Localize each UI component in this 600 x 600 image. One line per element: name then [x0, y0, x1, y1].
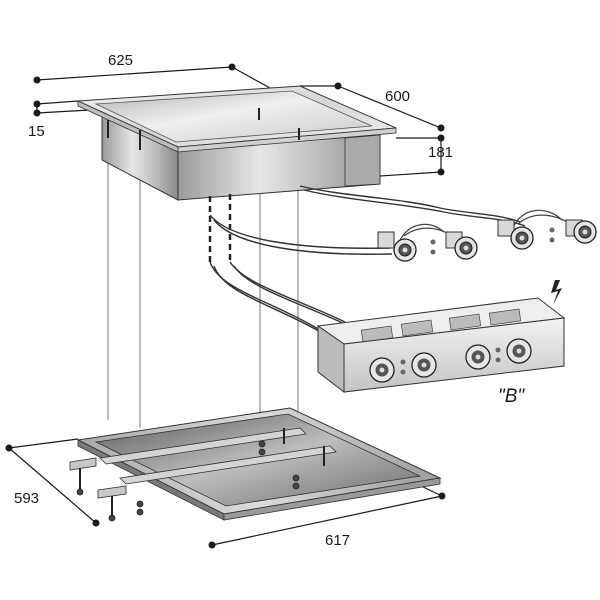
knob-icon	[377, 231, 417, 262]
knob-icon	[497, 219, 534, 250]
knob-icon	[565, 219, 597, 244]
control-box-label: "B"	[498, 386, 525, 407]
electrical-hazard-icon	[551, 280, 562, 305]
mounting-frame	[69, 407, 442, 522]
knob-icon	[506, 338, 532, 364]
knob-icon	[445, 231, 478, 260]
knob-group-upper	[377, 209, 597, 262]
dimension-width-top: 625	[108, 52, 133, 69]
dimension-depth-top: 600	[385, 88, 410, 105]
dimension-frame-depth: 593	[14, 490, 39, 507]
conduit-lines	[208, 194, 232, 262]
dimension-frame-width: 617	[325, 532, 350, 549]
dimension-flange: 15	[28, 123, 45, 140]
knob-icon	[465, 344, 491, 370]
knob-icon	[369, 357, 395, 383]
basin-unit	[77, 85, 397, 201]
dimension-lines	[5, 63, 446, 549]
dimension-height: 181	[428, 144, 453, 161]
projection-lines	[107, 150, 299, 428]
control-box	[316, 297, 566, 394]
knob-icon	[411, 352, 437, 378]
